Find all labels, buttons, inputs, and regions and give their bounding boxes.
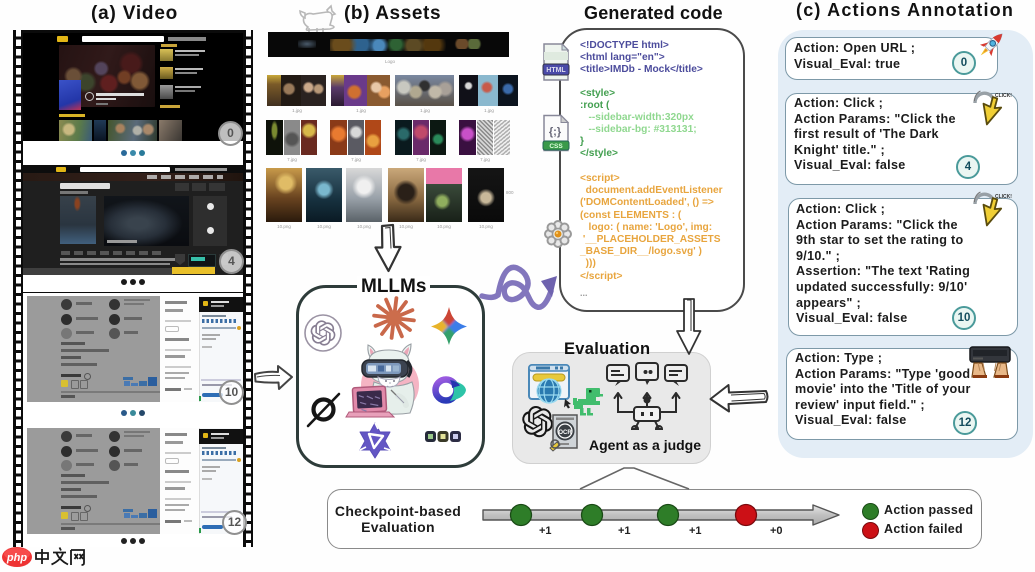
svg-text:+1: +1 <box>539 525 552 537</box>
svg-text:OCR: OCR <box>558 430 572 436</box>
svg-text:php: php <box>6 552 27 564</box>
svg-text:HTML: HTML <box>546 67 566 74</box>
svg-text:+1: +1 <box>618 525 631 537</box>
svg-text:+0: +0 <box>770 525 783 537</box>
svg-text:CLICK!: CLICK! <box>995 93 1012 99</box>
svg-text:CSS: CSS <box>549 143 563 150</box>
svg-text:+1: +1 <box>689 525 702 537</box>
svg-text:CLICK!: CLICK! <box>995 194 1012 200</box>
svg-text:{;}: {;} <box>549 126 562 138</box>
